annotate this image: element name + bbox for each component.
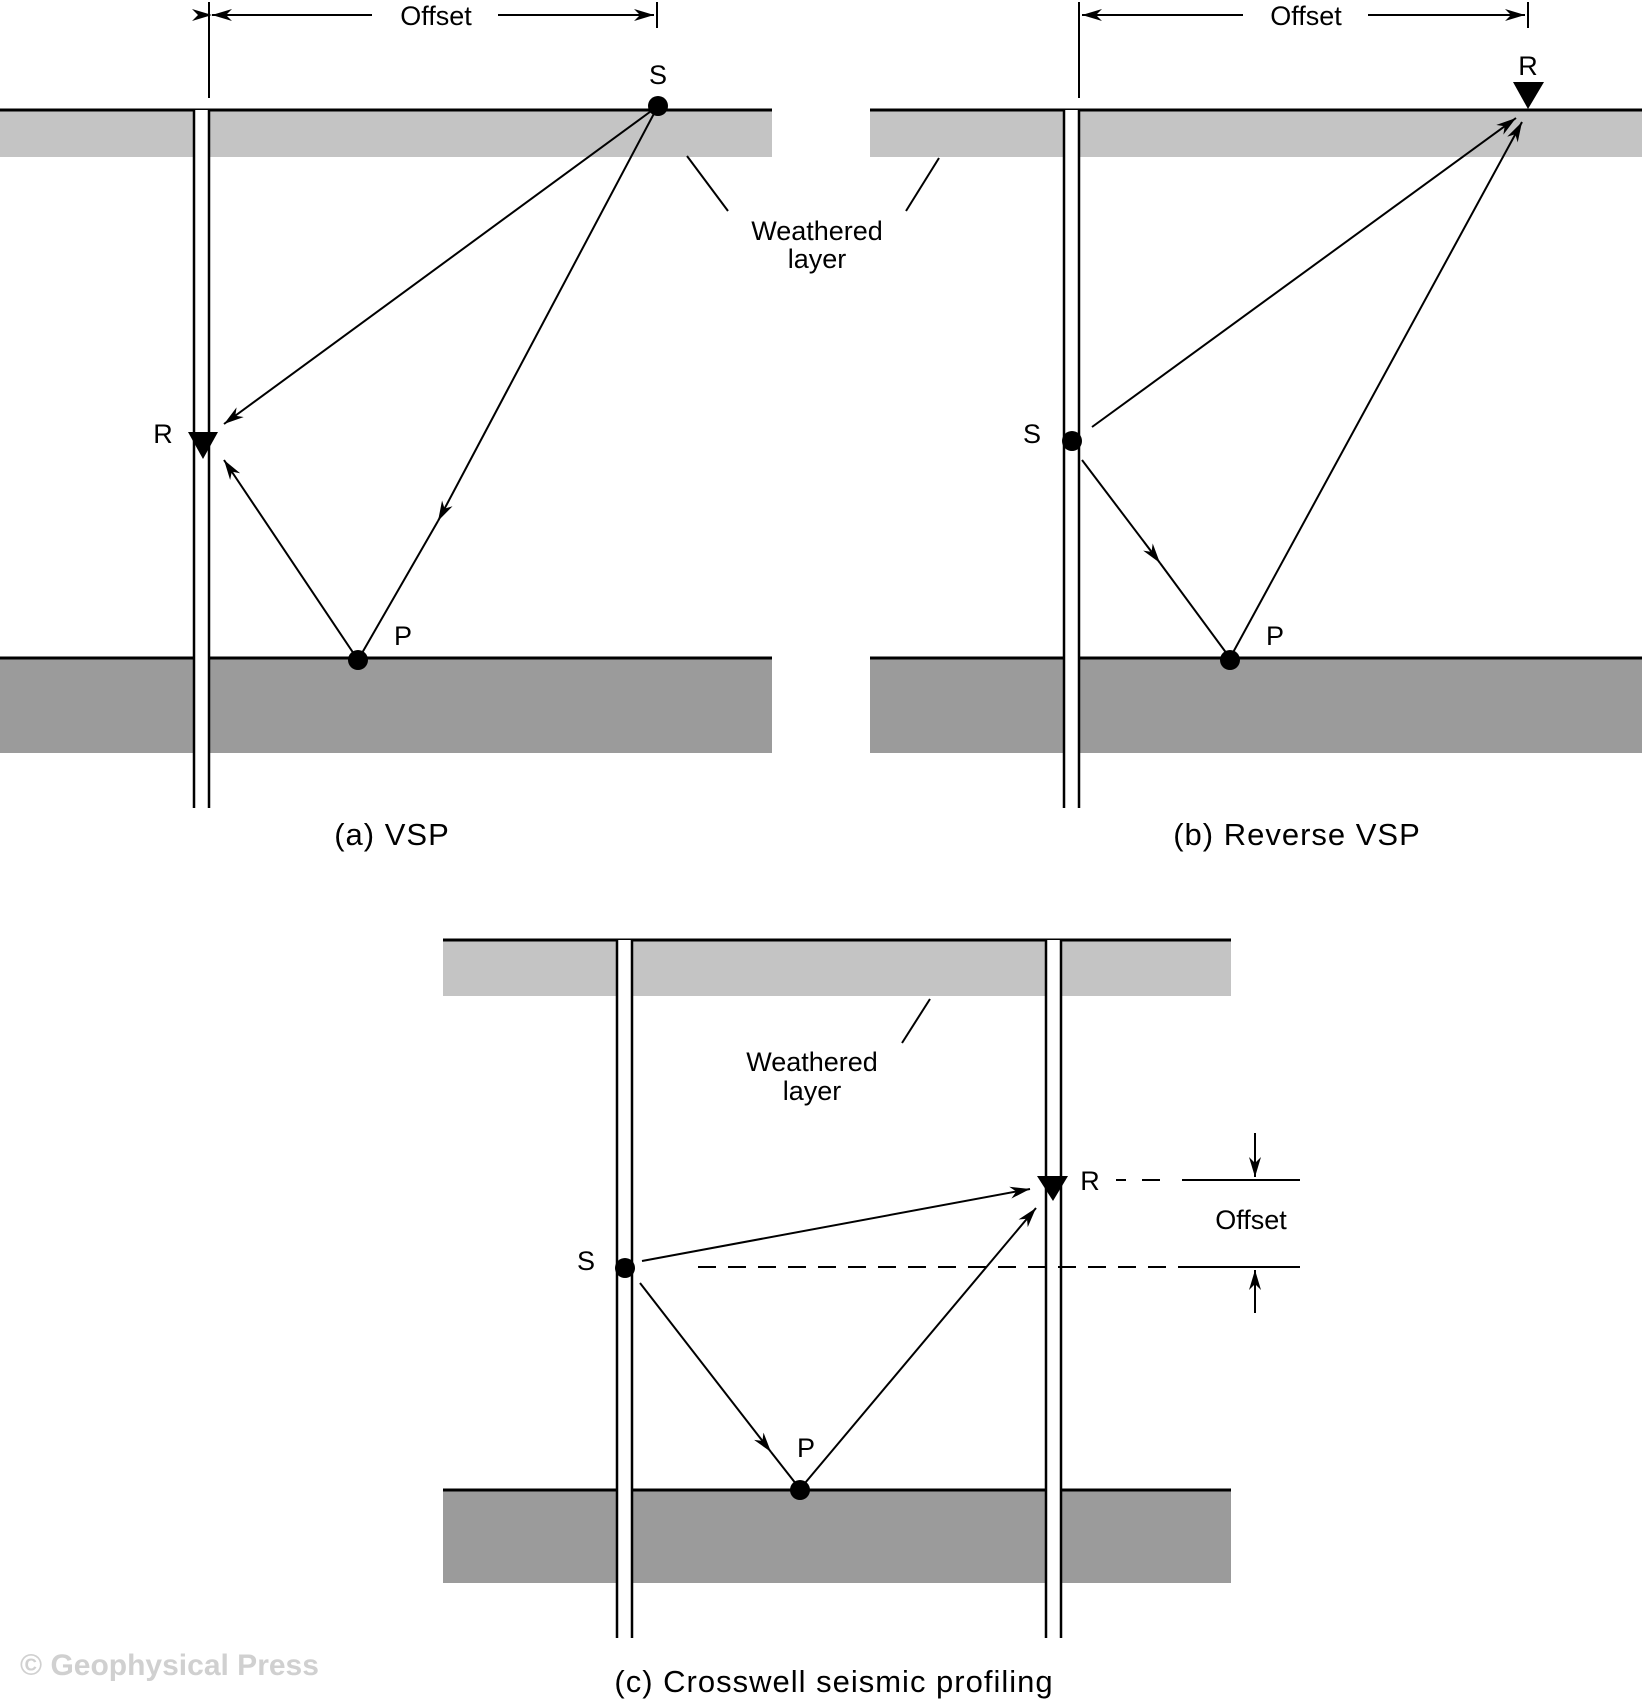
receiver-label-a: R <box>153 419 173 449</box>
panel-a-vsp: Offset S R P (a) VSP <box>0 1 772 852</box>
caption-a: (a) VSP <box>334 817 450 852</box>
weathered-label-line1-top: Weathered <box>751 216 883 246</box>
borehole-c-left <box>615 940 634 1638</box>
reflection-point-label-b: P <box>1266 621 1284 651</box>
receiver-label-c: R <box>1080 1166 1100 1196</box>
receiver-triangle-c <box>1037 1176 1068 1201</box>
offset-label-c: Offset <box>1215 1205 1287 1235</box>
offset-dimension-b: Offset <box>1078 1 1529 98</box>
reflection-point-label-c: P <box>797 1433 815 1463</box>
reflector-layer-c <box>443 1490 1231 1583</box>
weathered-label-line2-c: layer <box>783 1076 842 1106</box>
weathered-layer-callout-top: Weathered layer <box>686 155 940 274</box>
weathered-layer-b <box>870 110 1642 157</box>
weathered-label-line1-c: Weathered <box>746 1047 878 1077</box>
offset-label-b: Offset <box>1270 1 1342 31</box>
reflection-point-dot-b <box>1220 650 1240 670</box>
weathered-layer-c <box>443 940 1231 996</box>
panel-b-reverse-vsp: Offset S R P (b) Reverse VSP <box>870 1 1642 852</box>
receiver-label-b: R <box>1518 51 1538 81</box>
reflection-point-dot-a <box>348 650 368 670</box>
offset-dimension-a: Offset <box>192 1 658 98</box>
offset-label-a: Offset <box>400 1 472 31</box>
caption-c: (c) Crosswell seismic profiling <box>614 1664 1053 1699</box>
receiver-triangle-b <box>1513 82 1544 109</box>
weathered-layer-a <box>0 110 772 157</box>
caption-b: (b) Reverse VSP <box>1173 817 1421 852</box>
reflector-layer-b <box>870 658 1642 753</box>
reflection-point-label-a: P <box>394 621 412 651</box>
source-dot-a <box>648 96 668 116</box>
source-label-c: S <box>577 1246 595 1276</box>
offset-dimension-c: Offset <box>698 1133 1300 1313</box>
reflection-point-dot-c <box>790 1480 810 1500</box>
ray-paths-b <box>1081 117 1523 659</box>
panel-c-crosswell: Weathered layer Offset S R P (c) Crosswe… <box>443 938 1300 1699</box>
weathered-layer-callout-c: Weathered layer <box>746 998 931 1106</box>
source-dot-c <box>615 1258 635 1278</box>
ray-paths-a <box>223 105 659 661</box>
source-label-a: S <box>649 60 667 90</box>
borehole-c-right <box>1044 940 1063 1638</box>
borehole-a <box>192 110 211 808</box>
ray-paths-c <box>639 1186 1037 1490</box>
reflector-layer-a <box>0 658 772 753</box>
weathered-label-line2-top: layer <box>788 244 847 274</box>
borehole-b <box>1062 110 1081 808</box>
source-label-b: S <box>1023 419 1041 449</box>
receiver-triangle-a <box>188 432 218 459</box>
source-dot-b <box>1062 431 1082 451</box>
watermark: © Geophysical Press <box>20 1649 319 1682</box>
